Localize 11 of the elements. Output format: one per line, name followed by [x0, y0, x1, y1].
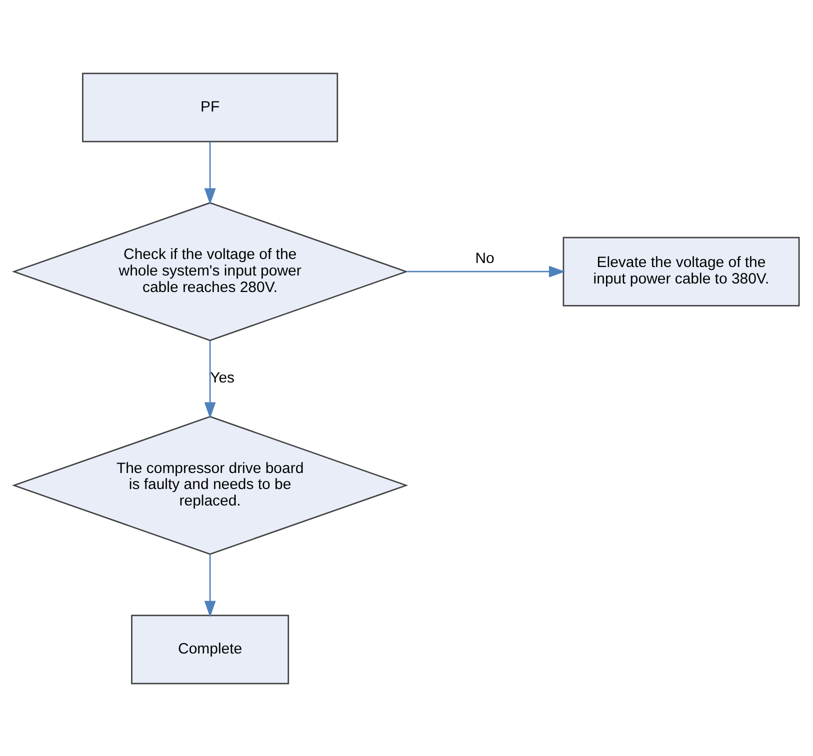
node-box: Complete: [131, 614, 290, 684]
arrow: [204, 141, 216, 204]
arrow: [204, 554, 216, 617]
node-diamond: Check if the voltage of the whole system's input power cable reaches 280V.: [12, 202, 408, 341]
node-box: Elevate the voltage of the input power cable to 380V.: [562, 236, 800, 306]
node-diamond: The compressor drive board is faulty and needs to be replaced.: [12, 415, 408, 554]
arrow: [406, 265, 566, 277]
edge-label: Yes: [210, 368, 235, 386]
node-box: PF: [82, 72, 338, 142]
edge-label: No: [475, 250, 494, 267]
arrow: [204, 340, 216, 418]
